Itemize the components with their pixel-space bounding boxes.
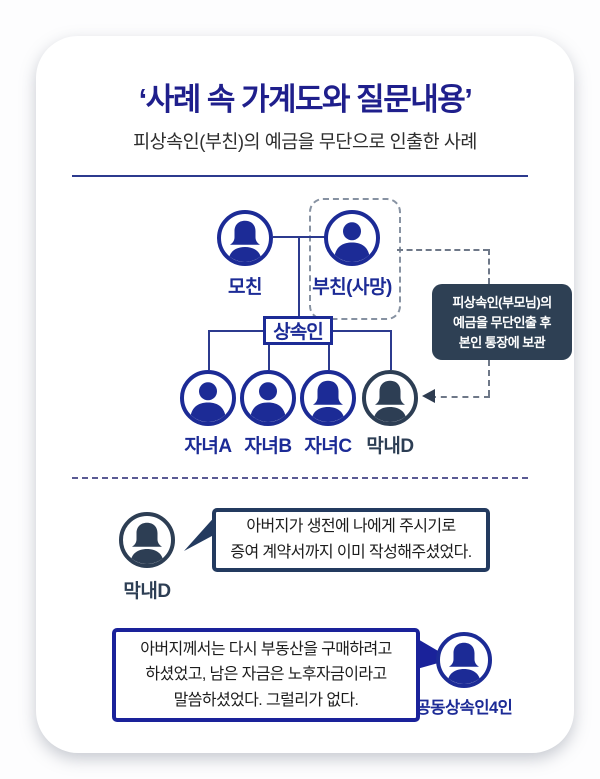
bubble-1-line-2: 증여 계약서까지 이미 작성해주셨었다. <box>230 544 472 561</box>
child-b-avatar-icon <box>240 370 296 426</box>
infographic-card: ‘사례 속 가계도와 질문내용’ 피상속인(부친)의 예금을 무단으로 인출한 … <box>36 36 574 753</box>
child-a-avatar-icon <box>180 370 236 426</box>
page-title: ‘사례 속 가계도와 질문내용’ <box>138 82 473 117</box>
note-box: 피상속인(부모님)의 예금을 무단인출 후 본인 통장에 보관 <box>432 284 572 360</box>
speech-bubble-coheirs: 아버지께서는 다시 부동산을 구매하려고 하셨었고, 남은 자금은 노후자금이라… <box>112 628 420 722</box>
child-a-label: 자녀A <box>184 436 232 457</box>
youngest-d-avatar-icon <box>362 370 418 426</box>
branch-drop-b <box>268 344 270 370</box>
branch-line-right <box>333 330 390 332</box>
youngest-d-label: 막내D <box>366 436 414 457</box>
branch-drop-d <box>390 330 392 370</box>
speaker-coheirs-label: 공동상속인4인 <box>415 699 513 717</box>
note-line-2: 예금을 무단인출 후 <box>453 315 551 331</box>
father-label: 부친(사망) <box>312 277 392 298</box>
heir-box: 상속인 <box>263 316 333 345</box>
section-divider <box>72 477 528 479</box>
branch-drop-c <box>328 344 330 370</box>
branch-drop-a <box>208 330 210 370</box>
bubble-1-line-1: 아버지가 생전에 나에게 주시기로 <box>246 518 456 536</box>
child-b-label: 자녀B <box>244 436 292 457</box>
branch-line-left <box>208 330 263 332</box>
page-subtitle: 피상속인(부친)의 예금을 무단으로 인출한 사례 <box>133 131 477 152</box>
bubble-2-line-2: 하셨었고, 남은 자금은 노후자금이라고 <box>145 666 387 684</box>
speech-bubble-youngest: 아버지가 생전에 나에게 주시기로 증여 계약서까지 이미 작성해주셨었다. <box>212 508 490 572</box>
speaker-youngest-label: 막내D <box>123 581 171 602</box>
note-connector-top-h <box>397 249 489 251</box>
note-connector-top-v <box>488 249 490 284</box>
father-avatar-icon <box>324 210 380 266</box>
note-connector-bottom-v <box>488 360 490 396</box>
speaker-youngest-avatar-icon <box>119 512 175 568</box>
arrow-to-youngest-icon <box>422 389 435 403</box>
parent-to-heir-line <box>298 236 300 316</box>
speaker-coheirs-avatar-icon <box>436 632 492 688</box>
note-line-1: 피상속인(부모님)의 <box>452 295 552 310</box>
mother-avatar-icon <box>217 210 273 266</box>
mother-label: 모친 <box>228 277 262 298</box>
note-line-3: 본인 통장에 보관 <box>458 335 546 351</box>
bubble-2-line-3: 말씀하셨었다. 그럴리가 없다. <box>173 691 359 709</box>
header-divider <box>72 175 528 177</box>
child-c-avatar-icon <box>300 370 356 426</box>
bubble-2-line-1: 아버지께서는 다시 부동산을 구매하려고 <box>140 640 392 658</box>
child-c-label: 자녀C <box>304 436 352 457</box>
deceased-dashed-frame <box>309 198 401 320</box>
note-connector-bottom-h <box>430 396 490 398</box>
